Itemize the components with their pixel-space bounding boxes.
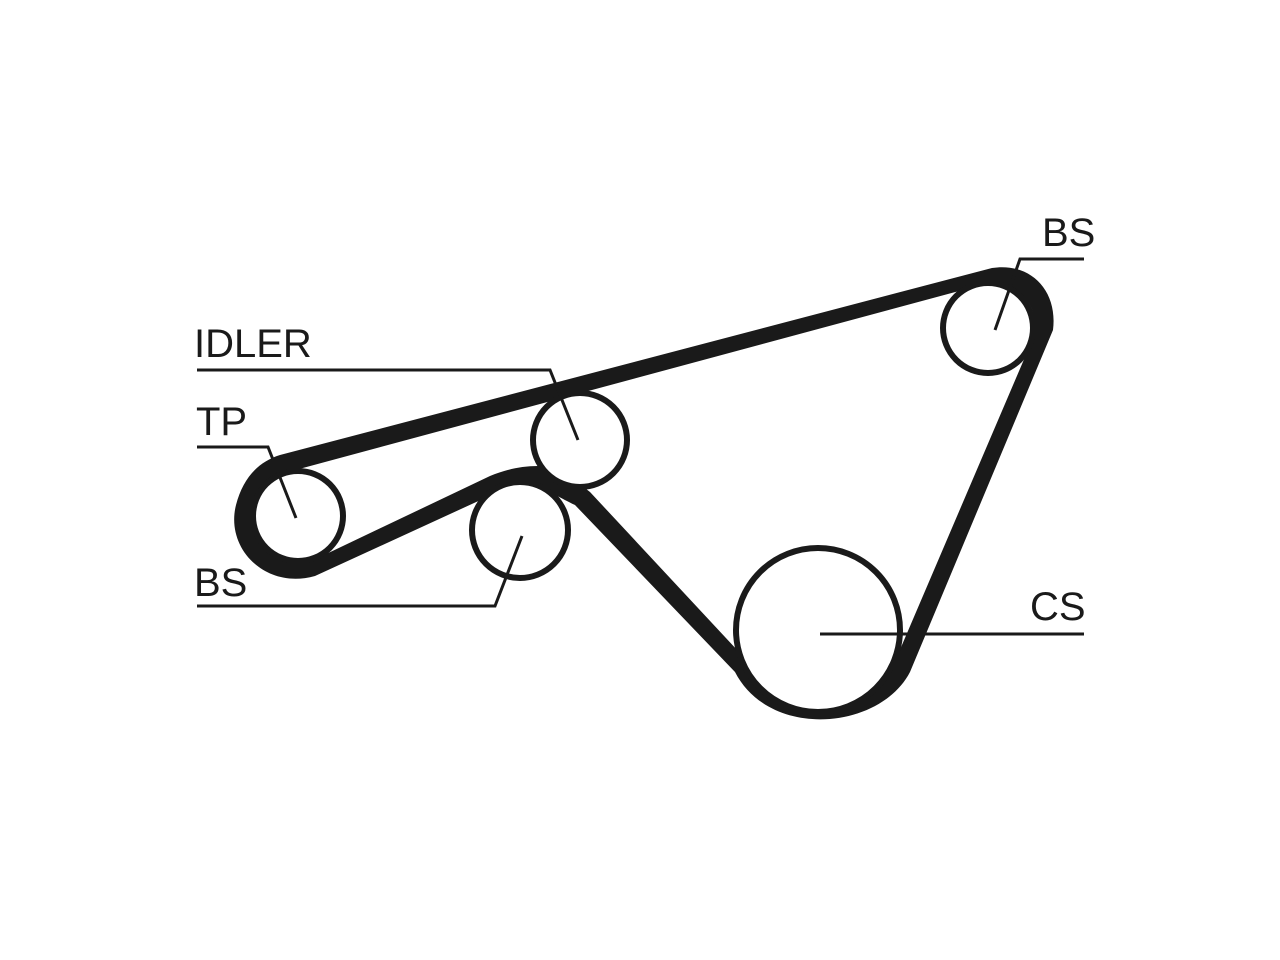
idler-label: IDLER xyxy=(194,322,312,366)
idler-leader xyxy=(197,368,580,441)
cs-pulley xyxy=(733,545,903,715)
idler-pulley xyxy=(530,390,630,490)
drive-belt xyxy=(234,267,1054,720)
bs-bottom-leader xyxy=(197,535,524,608)
tp-leader xyxy=(197,445,298,519)
bs-pulley-top xyxy=(940,280,1036,376)
tp-pulley xyxy=(250,468,346,564)
cs-label: CS xyxy=(1030,585,1086,629)
tp-label: TP xyxy=(196,400,247,444)
bs-top-label: BS xyxy=(1042,211,1095,255)
bs-top-leader xyxy=(993,257,1084,331)
bs-bottom-label: BS xyxy=(194,561,247,605)
bs-pulley-bottom xyxy=(469,479,571,581)
